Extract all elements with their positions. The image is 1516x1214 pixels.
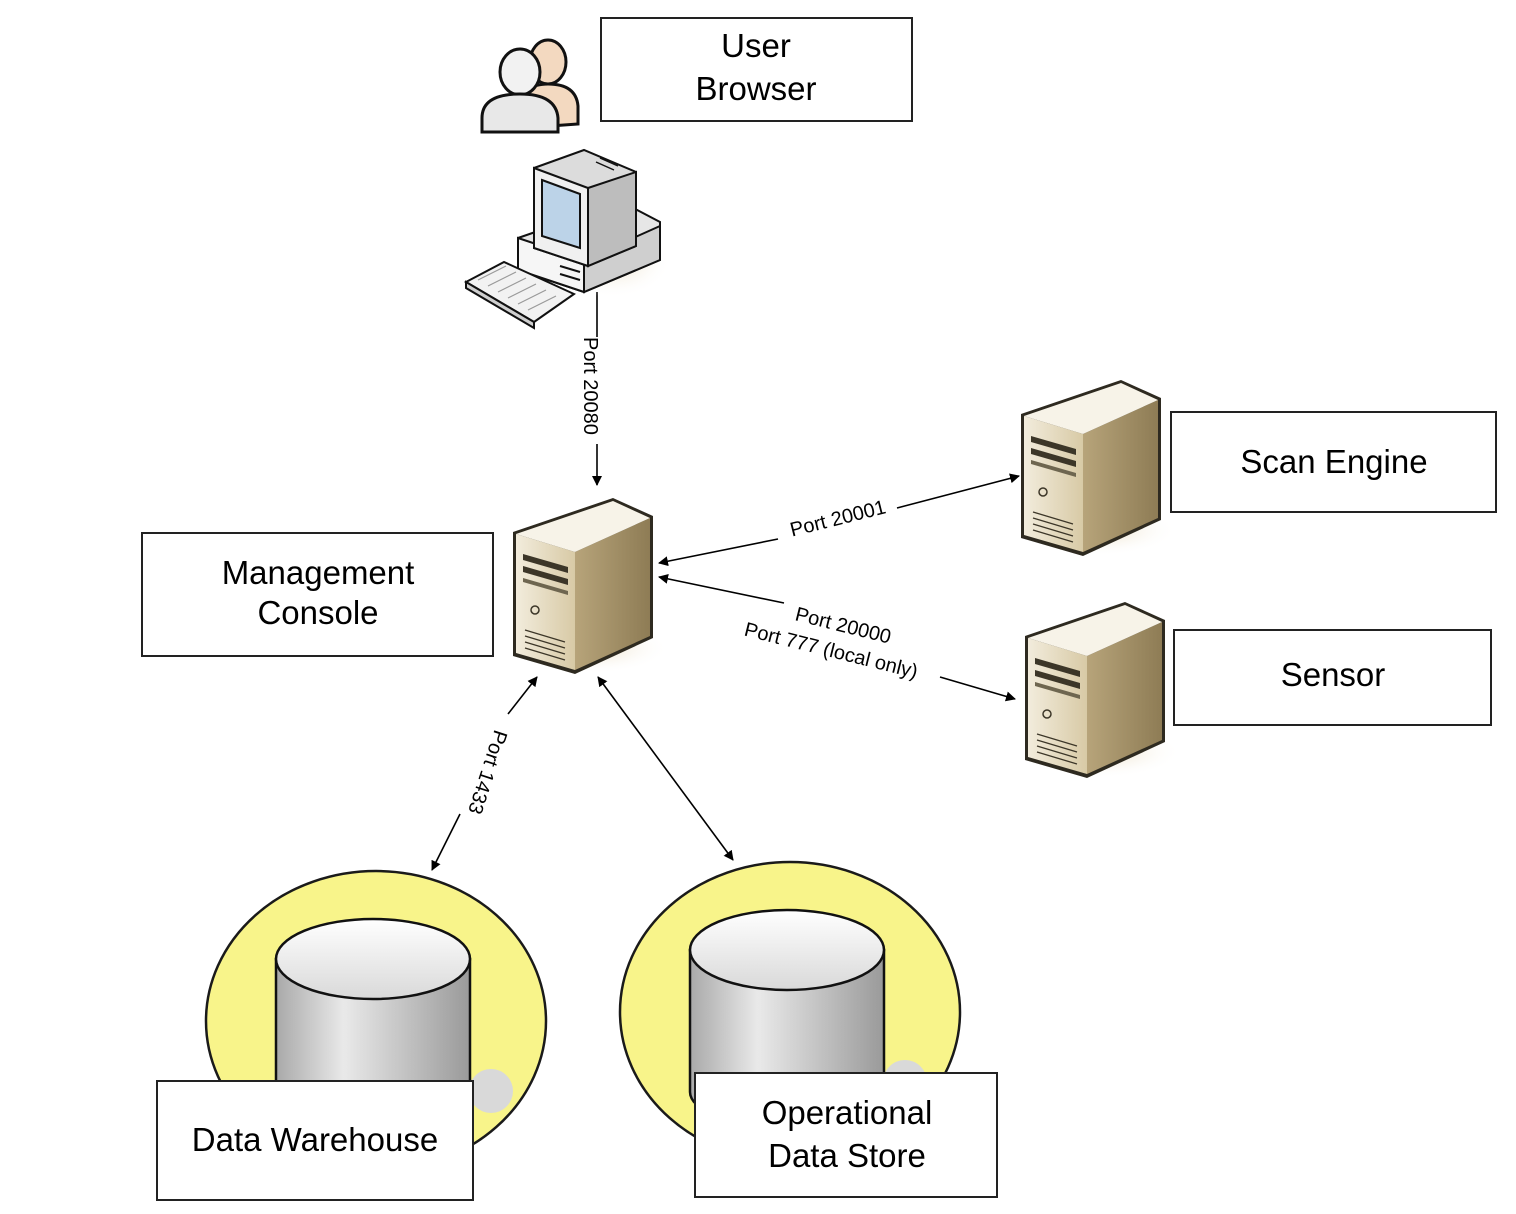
management-console-label-line1: Management xyxy=(222,554,415,591)
data-warehouse-label: Data Warehouse xyxy=(192,1121,438,1158)
node-data-warehouse: Data Warehouse xyxy=(156,1080,474,1201)
node-management-console: Management Console xyxy=(141,532,494,657)
operational-data-store-box xyxy=(694,1072,998,1198)
server-icon xyxy=(512,497,670,675)
edge-console-operational-data-store xyxy=(597,676,734,861)
scan-engine-label: Scan Engine xyxy=(1240,443,1427,480)
user-browser-label-line1: User xyxy=(721,27,791,64)
server-icon xyxy=(1020,379,1178,557)
node-operational-data-store: Operational Data Store xyxy=(694,1072,998,1198)
users-icon xyxy=(480,38,580,134)
connector-arrow xyxy=(658,538,779,567)
node-user-browser: User Browser xyxy=(600,17,913,122)
edge-label-port-1433: Port 1433 xyxy=(463,727,511,816)
edge-console-scan-engine: Port 20001 xyxy=(658,473,1020,567)
data-warehouse-box xyxy=(156,1080,474,1201)
edge-console-sensor: Port 20000 Port 777 (local only) xyxy=(658,573,1016,702)
operational-data-store-label-line1: Operational xyxy=(762,1094,933,1131)
edge-console-data-warehouse: Port 1433 xyxy=(431,676,538,871)
server-icon xyxy=(1024,601,1182,779)
user-browser-label-line2: Browser xyxy=(695,70,816,107)
node-scan-engine: Scan Engine xyxy=(1170,411,1497,513)
operational-data-store-label-line2: Data Store xyxy=(768,1137,926,1174)
connector-arrow xyxy=(658,573,785,604)
user-browser-box xyxy=(600,17,913,122)
edge-browser-to-console: Port 20080 xyxy=(579,292,602,486)
desktop-computer-icon xyxy=(463,148,672,330)
scan-engine-box xyxy=(1170,411,1497,513)
node-sensor: Sensor xyxy=(1173,629,1492,726)
edge-label-port-20080: Port 20080 xyxy=(579,337,601,435)
connector-arrow xyxy=(597,676,734,861)
connector-arrow xyxy=(896,473,1020,509)
management-console-label-line2: Console xyxy=(257,594,378,631)
sensor-box xyxy=(1173,629,1492,726)
management-console-box xyxy=(141,532,494,657)
connector-arrow xyxy=(507,676,538,715)
sensor-label: Sensor xyxy=(1281,656,1386,693)
edge-label-port-20001: Port 20001 xyxy=(788,496,888,541)
connector-arrow xyxy=(939,676,1016,702)
connector-arrow xyxy=(431,813,461,871)
